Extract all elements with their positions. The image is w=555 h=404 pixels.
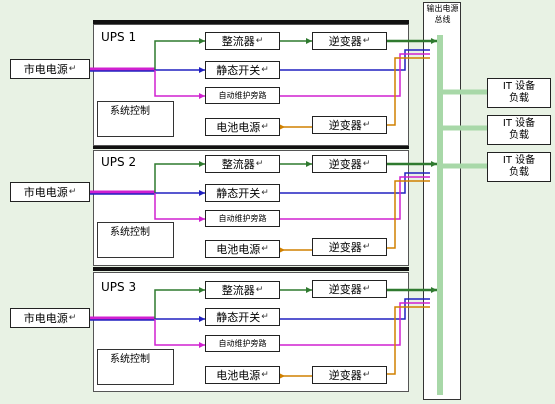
bypass-2[interactable]: 自动维护旁路: [205, 210, 280, 227]
bat-inv-arrow-1: [279, 124, 285, 130]
mains-source-1[interactable]: 市电电源↵: [10, 59, 90, 79]
system-control-2[interactable]: [97, 222, 174, 258]
panel-top-bar-3: [93, 267, 409, 271]
system-control-1[interactable]: [97, 101, 174, 137]
bypass-3[interactable]: 自动维护旁路: [205, 335, 280, 352]
inverter-3[interactable]: 逆变器↵: [312, 280, 387, 298]
rectifier-arrow-1: [199, 38, 205, 44]
battery-2[interactable]: 电池电源↵: [205, 240, 280, 258]
bypass-feed-3: [154, 319, 205, 346]
inverter2-3[interactable]: 逆变器↵: [312, 366, 387, 384]
inverter-2[interactable]: 逆变器↵: [312, 155, 387, 173]
system-control-label-3: 系统控制: [110, 354, 150, 365]
static-switch-1[interactable]: 静态开关↵: [205, 61, 280, 79]
bypass-arrow-2: [199, 216, 205, 222]
panel-top-bar-1: [93, 20, 409, 24]
static-switch-arrow-2: [199, 190, 205, 196]
ups-title-1: UPS 1: [101, 30, 137, 44]
ss-bus-3: [280, 298, 430, 320]
bypass-arrow-1: [199, 93, 205, 99]
rectifier-feed-3: [154, 289, 205, 319]
bat-inv-arrow-2: [279, 247, 285, 253]
ss-bus-2: [280, 172, 430, 194]
rectifier-1[interactable]: 整流器↵: [205, 32, 280, 50]
rect-inv-arrow-1: [306, 38, 312, 44]
bp-bus-3: [280, 302, 430, 346]
rect-inv-arrow-3: [306, 287, 312, 293]
ups-wires-3: [90, 287, 437, 383]
rect-inv-arrow-2: [306, 161, 312, 167]
inv2-bus-1: [387, 57, 430, 126]
bp-bus-2: [280, 176, 430, 220]
static-switch-2[interactable]: 静态开关↵: [205, 184, 280, 202]
system-control-3[interactable]: [97, 349, 174, 385]
inv-bus-arrow-1: [431, 38, 437, 44]
battery-1[interactable]: 电池电源↵: [205, 118, 280, 136]
ss-bus-1: [280, 49, 430, 71]
system-control-label-2: 系统控制: [110, 227, 150, 238]
inv2-bus-2: [387, 180, 430, 249]
inv2-bus-3: [387, 306, 430, 375]
bus-to-load-lines: [440, 89, 487, 169]
rectifier-3[interactable]: 整流器↵: [205, 281, 280, 299]
rectifier-arrow-3: [199, 287, 205, 293]
bus-stripe: [437, 35, 443, 395]
inv-bus-arrow-3: [431, 287, 437, 293]
static-switch-arrow-1: [199, 67, 205, 73]
ups-wires-2: [90, 161, 437, 257]
rectifier-2[interactable]: 整流器↵: [205, 155, 280, 173]
bypass-arrow-3: [199, 342, 205, 348]
it-load-2[interactable]: IT 设备负载: [487, 115, 551, 145]
panel-top-bar-2: [93, 146, 409, 149]
inv-bus-arrow-2: [431, 161, 437, 167]
mains-source-3[interactable]: 市电电源↵: [10, 308, 90, 328]
mains-source-2[interactable]: 市电电源↵: [10, 182, 90, 202]
rectifier-feed-2: [154, 163, 205, 193]
bypass-feed-2: [154, 193, 205, 220]
inverter2-2[interactable]: 逆变器↵: [312, 238, 387, 256]
inverter2-1[interactable]: 逆变器↵: [312, 116, 387, 134]
rectifier-feed-1: [154, 40, 205, 70]
battery-3[interactable]: 电池电源↵: [205, 366, 280, 384]
it-load-1[interactable]: IT 设备负载: [487, 78, 551, 108]
rectifier-arrow-2: [199, 161, 205, 167]
inverter-1[interactable]: 逆变器↵: [312, 32, 387, 50]
bypass-feed-1: [154, 70, 205, 97]
it-load-3[interactable]: IT 设备负载: [487, 152, 551, 182]
bp-bus-1: [280, 53, 430, 97]
bypass-1[interactable]: 自动维护旁路: [205, 87, 280, 104]
ups-title-2: UPS 2: [101, 155, 137, 169]
system-control-label-1: 系统控制: [110, 106, 150, 117]
static-switch-arrow-3: [199, 316, 205, 322]
ups-title-3: UPS 3: [101, 280, 137, 294]
static-switch-3[interactable]: 静态开关↵: [205, 308, 280, 326]
bat-inv-arrow-3: [279, 373, 285, 379]
output-bus-title: 输出电源总线: [426, 4, 459, 24]
